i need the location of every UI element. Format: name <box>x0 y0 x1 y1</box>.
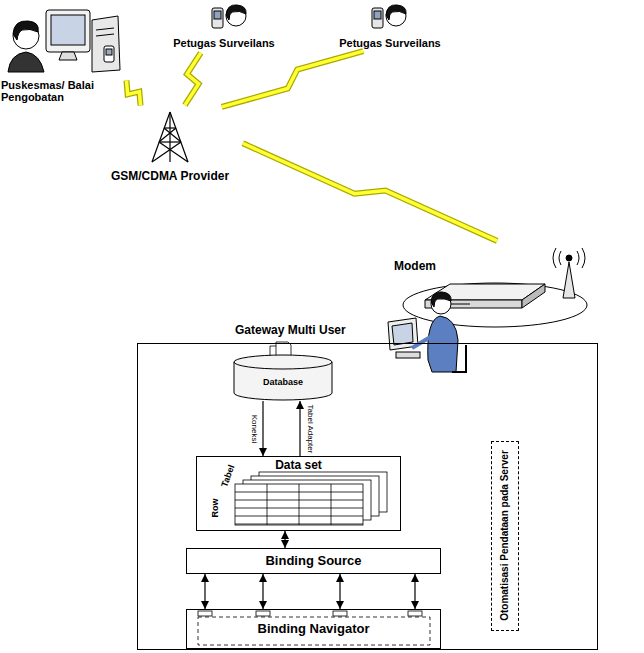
part-label: Tabel <box>219 463 237 488</box>
bolt-fill <box>185 53 201 105</box>
part-label: Row <box>210 499 220 518</box>
process-box: Binding Navigator <box>186 609 441 649</box>
arrow-connector <box>263 574 264 609</box>
node-label: Petugas Surveilans <box>173 37 275 50</box>
bolt-fill <box>222 51 363 107</box>
arrow-connector <box>285 531 286 548</box>
arrow-line <box>204 574 205 609</box>
bolt-outline <box>185 53 201 105</box>
wireless-link <box>243 143 497 241</box>
bolt-outline <box>126 81 140 106</box>
node-label: GSM/CDMA Provider <box>111 170 229 184</box>
bolt-outline <box>222 51 363 107</box>
officer-node: Petugas Surveilans <box>330 0 450 50</box>
provider-node: GSM/CDMA Provider <box>100 108 240 184</box>
node-label: Binding Navigator <box>258 622 370 637</box>
edge-label: Koneksi <box>250 413 259 443</box>
arrow-line <box>262 401 263 456</box>
officer-node: Petugas Surveilans <box>168 0 280 50</box>
dashed-box: Otomatisasi Pendataan pada Server <box>491 441 519 631</box>
arrow-connector <box>340 574 341 609</box>
arrow-line <box>414 574 415 609</box>
group-heading: Gateway Multi User <box>235 324 346 338</box>
arrow-connector <box>415 574 416 609</box>
node-label: Otomatisasi Pendataan pada Server <box>492 442 517 629</box>
node-label: Database <box>263 377 303 387</box>
table-stack <box>235 472 387 525</box>
wireless-link <box>222 51 363 107</box>
wireless-link <box>185 53 201 105</box>
arrow-connector <box>205 574 206 609</box>
cylinder-body <box>234 355 332 400</box>
officer-icon <box>212 5 246 28</box>
edge-label: Tabel Adapter <box>306 403 315 454</box>
navigator-detail <box>198 611 430 645</box>
arrow-line <box>262 574 263 609</box>
tower-icon <box>152 112 188 162</box>
database-cylinder: Database <box>233 354 333 401</box>
arrow-connector <box>300 401 301 456</box>
site-node: Puskesmas/ Balai Pengobatan <box>1 0 125 104</box>
bolt-outline <box>243 143 497 241</box>
bolt-fill <box>243 143 497 241</box>
process-box: Binding Source <box>186 548 441 574</box>
dataset-box: Data set TabelRow <box>196 456 401 531</box>
node-label: Petugas Surveilans <box>339 37 441 50</box>
cylinder-rim <box>234 362 332 369</box>
arrow-line <box>339 574 340 609</box>
bolt-fill <box>126 81 140 106</box>
node-label: Data set <box>275 459 322 473</box>
operator-icon <box>388 292 466 372</box>
officer-icon <box>372 5 406 28</box>
modem-node: Modem <box>390 242 590 328</box>
computer-user-icon <box>8 10 120 72</box>
arrow-connector <box>263 401 264 456</box>
wireless-link <box>126 81 140 106</box>
gateway-box: Gateway Multi UserDatabaseData setTabelR… <box>137 343 598 650</box>
node-label: Binding Source <box>265 554 361 569</box>
node-label: Puskesmas/ Balai Pengobatan <box>1 79 125 104</box>
arrow-line <box>284 531 285 548</box>
node-label: Modem <box>394 260 436 274</box>
arrow-line <box>299 401 300 456</box>
